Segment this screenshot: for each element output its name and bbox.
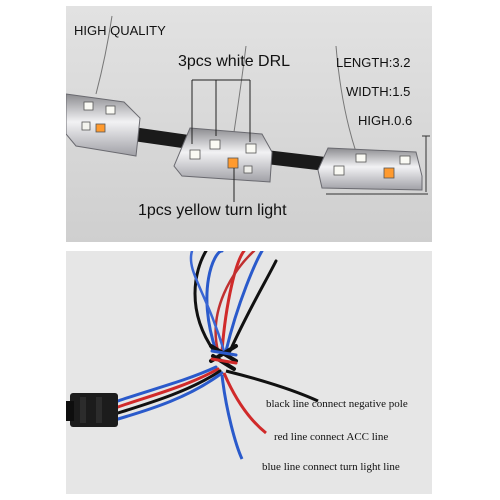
wire-connector bbox=[66, 393, 118, 427]
black-wire bbox=[225, 369, 319, 403]
wire-bundle bbox=[189, 251, 278, 371]
header-label: HIGH QUALITY bbox=[74, 23, 166, 38]
led-module-left bbox=[66, 93, 141, 157]
wiring-illustration bbox=[66, 251, 432, 494]
ribbon-cable bbox=[126, 126, 196, 150]
led-product-photo: HIGH QUALITY 3pcs white DRL 1pcs yellow … bbox=[66, 6, 432, 242]
drl-label: 3pcs white DRL bbox=[178, 53, 291, 70]
led-module-right bbox=[317, 147, 423, 191]
blue-wire-label: blue line connect turn light line bbox=[262, 461, 400, 473]
led-modules-illustration bbox=[66, 6, 432, 242]
led-module-middle bbox=[173, 127, 273, 183]
wiring-photo: black line connect negative pole red lin… bbox=[66, 251, 432, 494]
length-spec: LENGTH:3.2 bbox=[336, 55, 411, 70]
blue-wire bbox=[220, 374, 244, 460]
high-spec: HIGH.0.6 bbox=[358, 113, 413, 128]
dimension-bracket bbox=[326, 135, 430, 195]
turn-light-label: 1pcs yellow turn light bbox=[138, 202, 287, 219]
drl-pointer-lines bbox=[191, 79, 251, 144]
red-wire-label: red line connect ACC line bbox=[274, 431, 389, 443]
width-spec: WIDTH:1.5 bbox=[346, 84, 411, 99]
black-wire-label: black line connect negative pole bbox=[266, 398, 408, 410]
red-wire bbox=[222, 372, 267, 435]
